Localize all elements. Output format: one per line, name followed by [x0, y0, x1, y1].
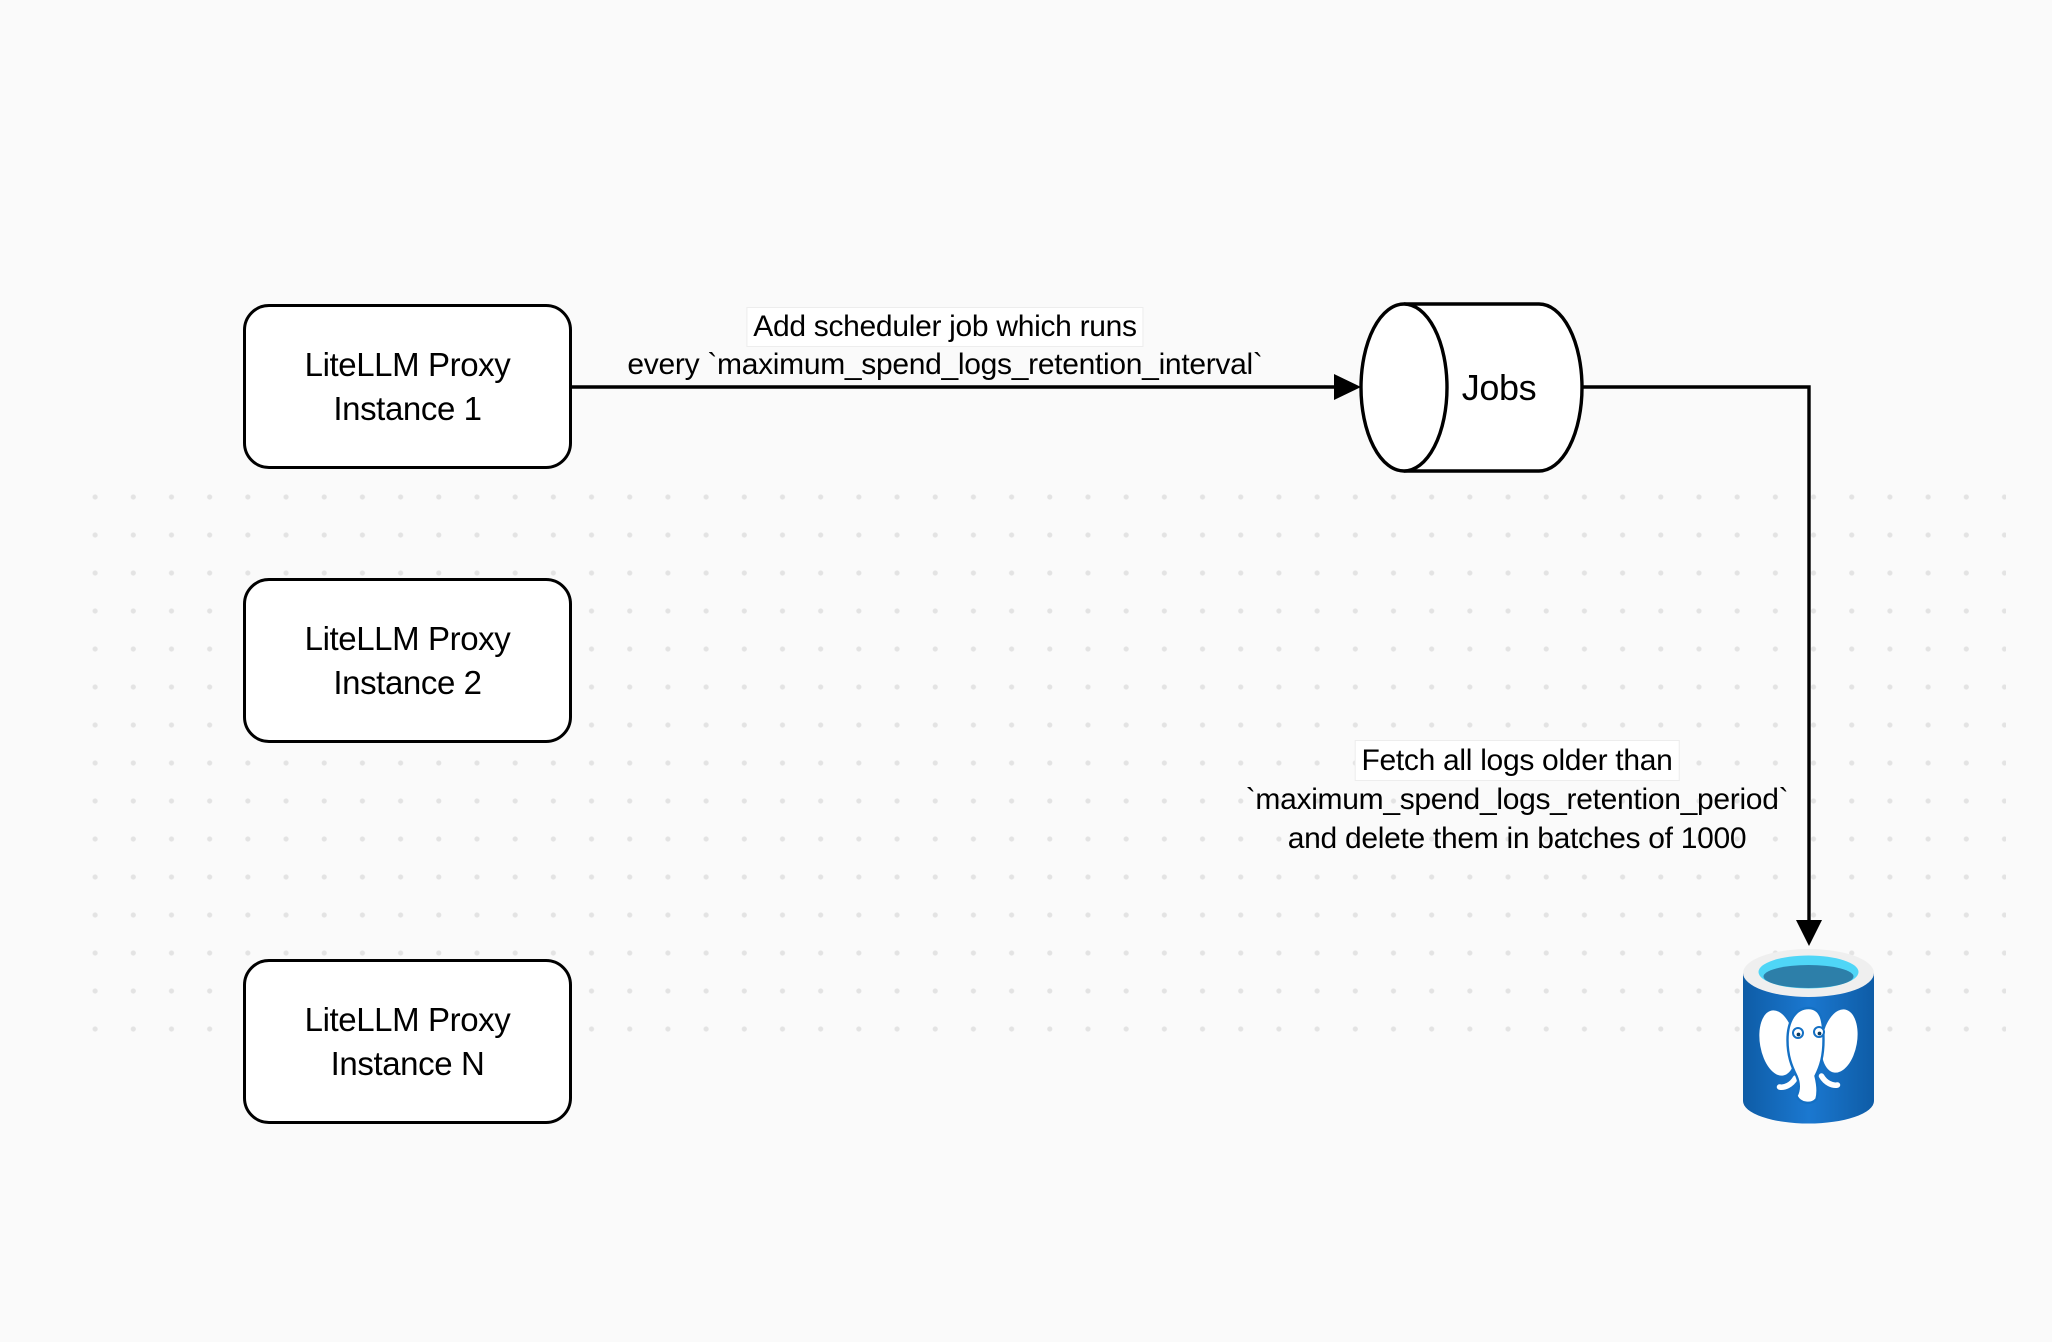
- node-label-line: Instance 2: [333, 663, 482, 701]
- node-litellm-proxy-instance-1: LiteLLM Proxy Instance 1: [243, 304, 572, 469]
- node-litellm-proxy-instance-2: LiteLLM Proxy Instance 2: [243, 578, 572, 743]
- node-label-line: Instance N: [330, 1044, 485, 1082]
- edge-label-line: Add scheduler job which runs: [747, 308, 1143, 346]
- schedule-edge-label: Add scheduler job which runs every `maxi…: [627, 308, 1263, 384]
- edge-label-line: and delete them in batches of 1000: [1287, 822, 1747, 855]
- elephant-right-ear: [1821, 1009, 1858, 1073]
- jobs-queue-label: Jobs: [1461, 367, 1537, 408]
- elephant-left-pupil: [1796, 1032, 1801, 1037]
- jobs-queue-cylinder: [1359, 302, 1584, 473]
- elephant-right-pupil: [1817, 1031, 1822, 1036]
- postgres-elephant-logo: [1759, 1006, 1858, 1104]
- edge-label-line: `maximum_spend_logs_retention_period`: [1245, 783, 1789, 816]
- delete-edge-label: Fetch all logs older than `maximum_spend…: [1246, 741, 1789, 858]
- node-label-line: LiteLLM Proxy: [304, 619, 511, 657]
- edge-label-line: every `maximum_spend_logs_retention_inte…: [627, 348, 1263, 381]
- postgres-water-dark: [1763, 965, 1854, 988]
- node-label-line: LiteLLM Proxy: [304, 345, 511, 383]
- elephant-left-tusk: [1776, 1075, 1799, 1090]
- node-label-line: Instance 1: [333, 389, 482, 427]
- postgresql-database-icon: [1743, 949, 1874, 1124]
- cylinder-cap-ellipse: [1359, 302, 1449, 473]
- delete-arrow: [1583, 385, 1822, 946]
- elephant-left-ear: [1759, 1010, 1796, 1076]
- schedule-arrow: [572, 374, 1361, 400]
- node-litellm-proxy-instance-n: LiteLLM Proxy Instance N: [243, 959, 572, 1124]
- edge-label-line: Fetch all logs older than: [1355, 741, 1679, 780]
- elephant-right-tusk: [1818, 1073, 1841, 1088]
- node-label-line: LiteLLM Proxy: [304, 1000, 511, 1038]
